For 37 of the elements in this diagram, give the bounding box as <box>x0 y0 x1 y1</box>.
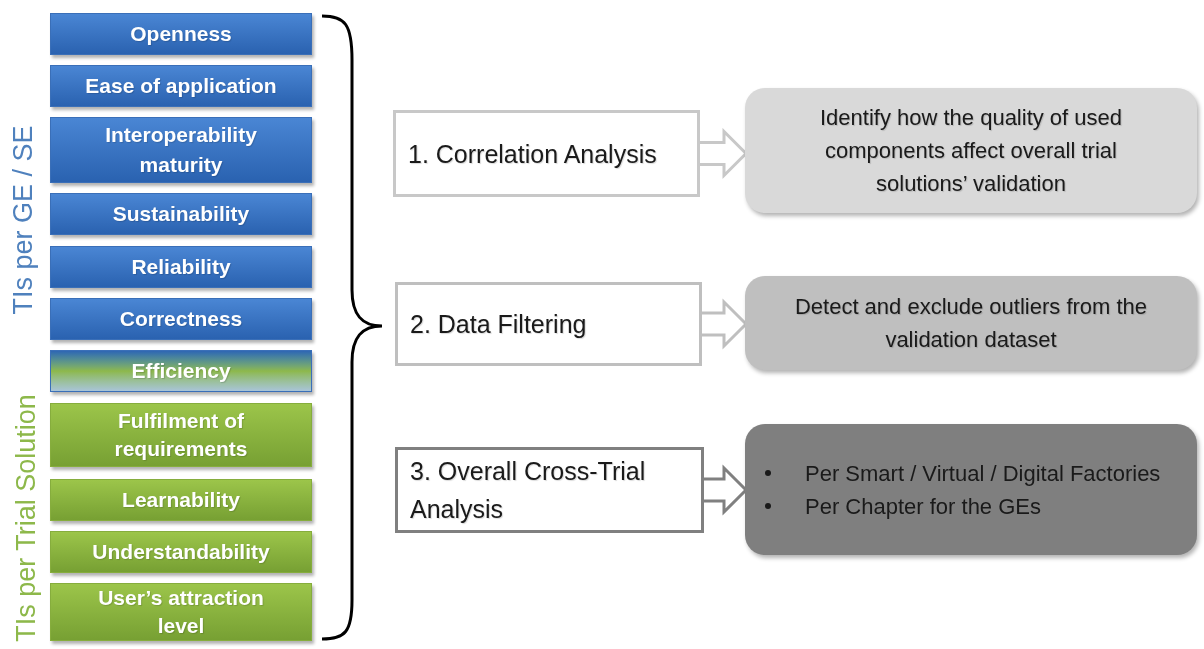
criterion-box <box>50 350 312 392</box>
criterion-box <box>50 298 312 340</box>
description-box <box>745 276 1197 370</box>
description-box <box>745 88 1197 213</box>
box-text: Ease of application <box>84 73 278 99</box>
box-text: Detect and exclude outliers from the validation dataset <box>793 293 1149 354</box>
criterion-box <box>50 13 312 55</box>
criterion-box <box>50 246 312 288</box>
box-text: Efficiency <box>130 358 232 384</box>
criterion-box <box>50 65 312 107</box>
box-text: 3. Overall Cross-Trial Analysis <box>410 456 647 525</box>
box-text: Fulfilment of requirements <box>113 408 249 462</box>
box-text: Reliability <box>130 254 232 280</box>
criterion-box <box>50 193 312 235</box>
bullet-text: Per Smart / Virtual / Digital Factories <box>805 459 1161 488</box>
step-box <box>395 447 704 533</box>
box-text: Interoperability maturity <box>104 122 258 178</box>
box-text: Learnability <box>121 487 241 513</box>
criterion-box <box>50 479 312 521</box>
box-text: Openness <box>129 21 233 47</box>
criterion-box <box>50 403 312 467</box>
criterion-box <box>50 531 312 573</box>
axis-label: TIs per GE / SE <box>6 125 39 315</box>
step-box <box>393 110 700 197</box>
box-text: 1. Correlation Analysis <box>408 138 658 170</box>
box-text: Correctness <box>118 306 244 332</box>
box-text: Understandability <box>91 539 271 565</box>
box-text: 2. Data Filtering <box>410 309 588 340</box>
box-text: Sustainability <box>111 201 251 227</box>
step-box <box>395 282 702 366</box>
bullet-list-box <box>745 424 1197 555</box>
box-text: Identify how the quality of used components affect overall trial solutions’ validation <box>818 104 1124 198</box>
criterion-box <box>50 117 312 183</box>
bullet-text: Per Chapter for the GEs <box>805 492 1041 521</box>
box-text: User’s attraction level <box>97 585 265 639</box>
criterion-box <box>50 583 312 641</box>
axis-label: TIs per Trial Solution <box>9 394 42 642</box>
